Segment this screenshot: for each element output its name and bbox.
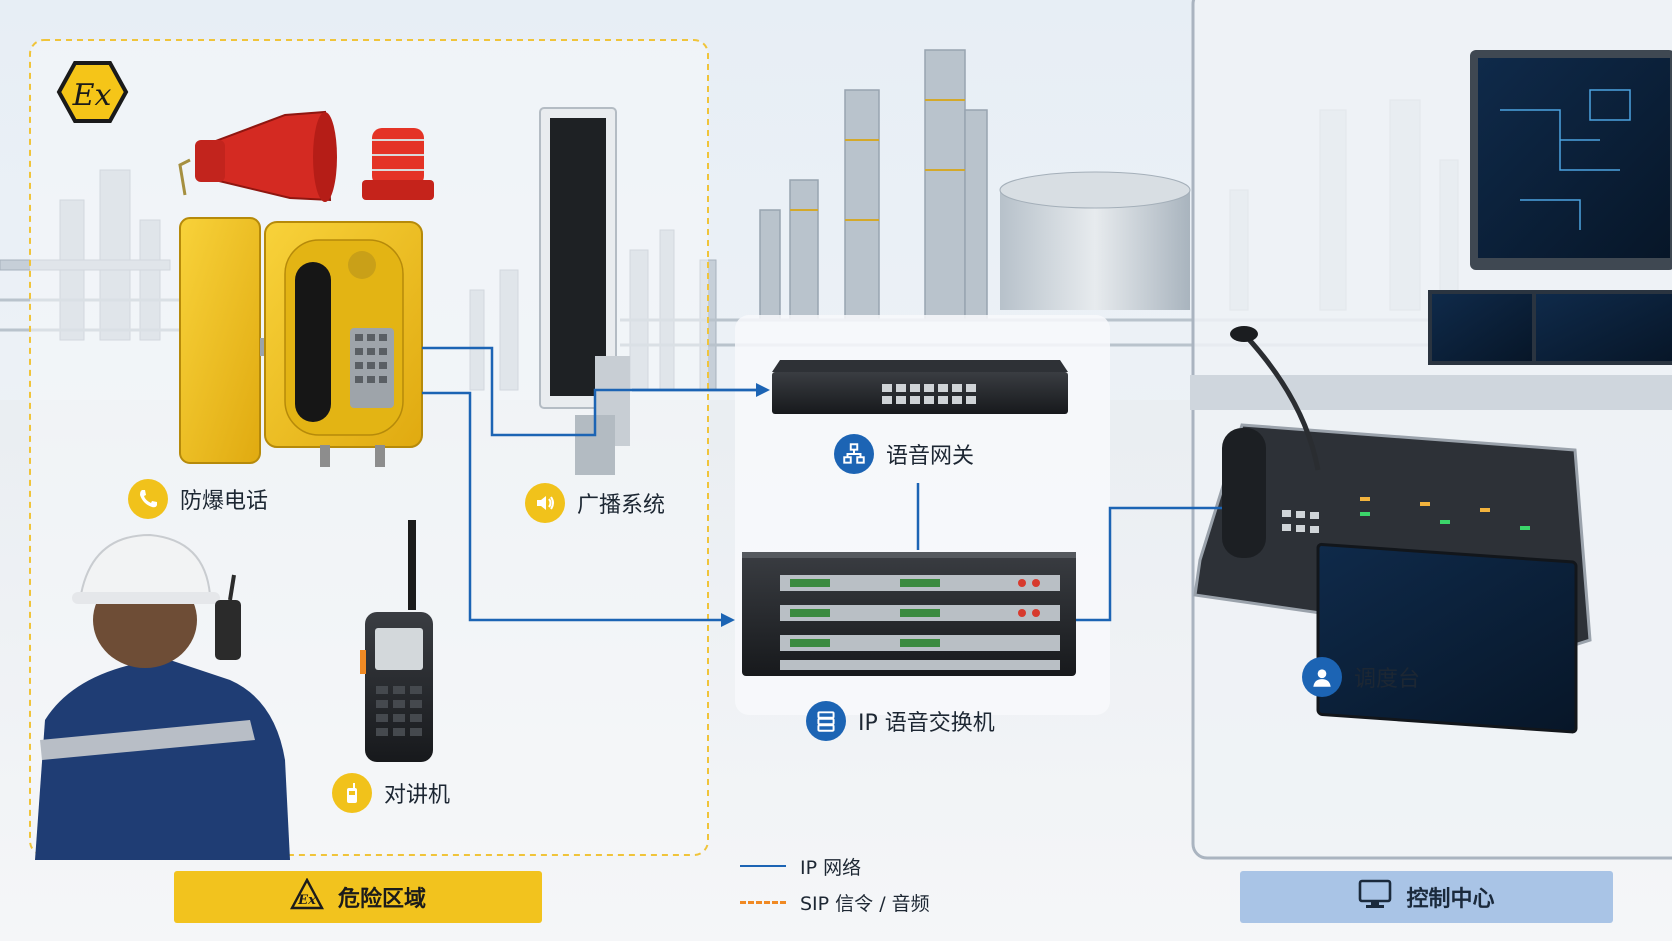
control-center-label: 控制中心 <box>1406 887 1495 912</box>
label-walkie-text: 对讲机 <box>384 783 451 808</box>
link-phone-switch <box>422 391 725 622</box>
label-switch: IP 语音交换机 <box>806 701 995 741</box>
walkie-talkie-icon <box>332 773 372 813</box>
dispatch-console <box>1193 326 1592 734</box>
hazard-zone-label: 危险区域 <box>337 887 426 912</box>
link-phone-gateway <box>422 346 760 437</box>
arrow-to-switch <box>721 613 735 627</box>
legend: IP 网络 SIP 信令 / 音频 <box>740 848 930 920</box>
label-switch-text: IP 语音交换机 <box>858 711 995 736</box>
legend-solid-line <box>740 865 786 867</box>
monitor-icon <box>1358 879 1392 915</box>
wall-monitors <box>1190 50 1672 410</box>
phone-icon <box>128 479 168 519</box>
legend-label: IP 网络 <box>800 856 862 879</box>
ex-logo-text: Ex <box>72 78 112 113</box>
ip-network-links <box>422 346 1222 622</box>
label-ex-phone-text: 防爆电话 <box>180 489 269 514</box>
ex-warning-icon: Ex <box>289 877 324 916</box>
control-center-button[interactable]: 控制中心 <box>1240 871 1613 923</box>
label-gateway: 语音网关 <box>834 434 974 474</box>
ex-telephone <box>179 217 423 467</box>
beacon-light <box>362 128 434 200</box>
legend-item-sip: SIP 信令 / 音频 <box>740 884 930 920</box>
field-worker <box>35 533 290 860</box>
column-speaker <box>539 107 630 475</box>
server-icon <box>806 701 846 741</box>
legend-dashed-line <box>740 900 786 904</box>
gateway-device <box>772 360 1068 414</box>
label-console-text: 调度台 <box>1354 667 1421 692</box>
walkie-talkie <box>360 520 433 762</box>
arrow-to-gateway <box>756 383 770 397</box>
speaker-icon <box>525 483 565 523</box>
ip-pbx-rack <box>742 552 1076 676</box>
label-broadcast: 广播系统 <box>525 483 665 523</box>
label-ex-phone: 防爆电话 <box>128 479 268 519</box>
hazard-zone-button[interactable]: Ex 危险区域 <box>174 871 542 923</box>
legend-label: SIP 信令 / 音频 <box>800 892 930 915</box>
link-switch-console <box>1076 506 1222 622</box>
label-walkie: 对讲机 <box>332 773 450 813</box>
ex-logo: Ex <box>56 61 129 123</box>
label-gateway-text: 语音网关 <box>886 444 975 469</box>
user-icon <box>1302 657 1342 697</box>
horn-siren <box>178 110 337 202</box>
legend-item-ip-network: IP 网络 <box>740 848 930 884</box>
network-icon <box>834 434 874 474</box>
label-console: 调度台 <box>1302 657 1420 697</box>
label-broadcast-text: 广播系统 <box>577 493 666 518</box>
svg-text:Ex: Ex <box>297 893 316 908</box>
